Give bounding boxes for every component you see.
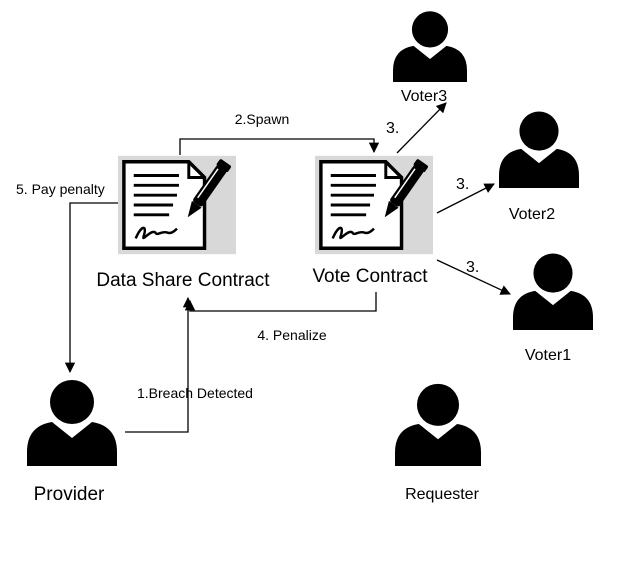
provider-icon [27,380,117,466]
edge-spawn [179,138,380,155]
vote-voter1-label: 3. [466,259,479,276]
edge-vote-voter2 [436,183,495,214]
spawn-label: 2.Spawn [235,111,289,127]
penalize-label: 4. Penalize [257,327,326,343]
vote-voter2-label: 3. [456,176,469,193]
voter2-label: Voter2 [509,206,555,223]
voter3-label: Voter3 [401,88,447,105]
edge-breach-detected [125,296,194,433]
voter1-icon [513,253,593,330]
vote-voter3-label: 3. [386,120,399,137]
edge-vote-voter1 [436,259,511,295]
voter1-label: Voter1 [525,347,571,364]
data-share-contract-label: Data Share Contract [96,270,270,291]
requester-label: Requester [405,486,479,503]
data-share-contract-icon [118,155,236,255]
breach-detected-label: 1.Breach Detected [137,385,253,401]
requester-icon [395,383,481,466]
vote-contract-icon [315,155,433,255]
voter3-icon [393,11,467,82]
edge-vote-voter3 [396,102,447,154]
edge-pay-penalty [64,202,118,374]
edge-penalize [184,292,377,312]
provider-label: Provider [34,484,105,505]
pay-penalty-label: 5. Pay penalty [16,181,105,197]
voter2-icon [499,111,579,188]
vote-contract-label: Vote Contract [312,266,428,287]
